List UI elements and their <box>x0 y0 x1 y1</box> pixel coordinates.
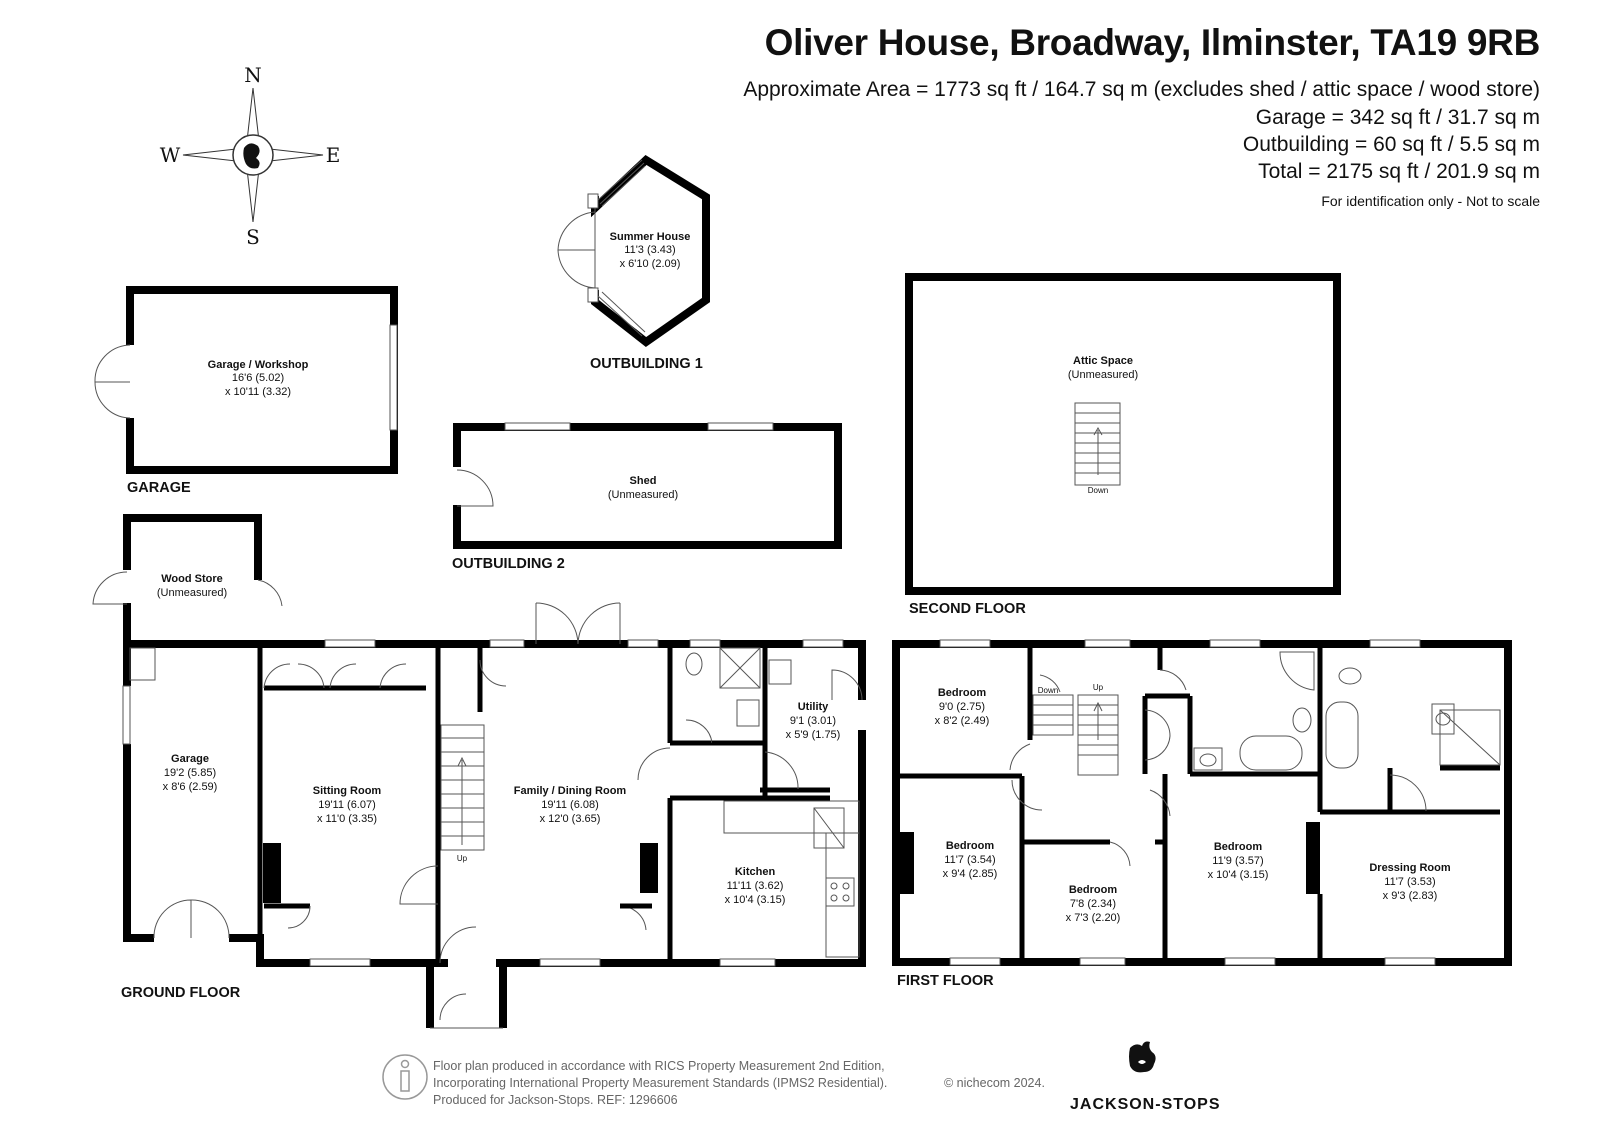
shed-name: Shed <box>630 475 657 487</box>
compass-east: E <box>326 143 341 167</box>
summer-house-dim1: 11'3 (3.43) <box>624 244 675 256</box>
first-stairs-up-label: Up <box>1093 683 1104 692</box>
bedroom-bottom-left-dim1: 11'7 (3.54) <box>944 854 995 866</box>
bedroom-middle-dim2: x 10'4 (3.15) <box>1208 869 1269 881</box>
rics-credit-line-2: Incorporating International Property Mea… <box>433 1076 888 1090</box>
sitting-room-dim2: x 11'0 (3.35) <box>317 813 377 825</box>
garage-area-line: Garage = 342 sq ft / 31.7 sq m <box>1255 106 1540 129</box>
garage-workshop-name: Garage / Workshop <box>208 359 309 371</box>
brand-name: JACKSON-STOPS <box>1070 1096 1221 1113</box>
kitchen-name: Kitchen <box>735 866 776 878</box>
garage-workshop-dim1: 16'6 (5.02) <box>232 372 284 384</box>
approximate-area-line: Approximate Area = 1773 sq ft / 164.7 sq… <box>743 78 1540 101</box>
bedroom-middle-dim1: 11'9 (3.57) <box>1212 855 1263 867</box>
ground-floor-plan: Up <box>121 602 866 1029</box>
ground-stairs-up-label: Up <box>457 854 468 863</box>
bedroom-top-left-dim2: x 8'2 (2.49) <box>935 715 990 727</box>
compass: N S E W <box>160 63 341 249</box>
compass-emblem-icon <box>243 143 260 169</box>
bedroom-bottom-left-dim2: x 9'4 (2.85) <box>943 868 998 880</box>
garage-dim1: 19'2 (5.85) <box>164 767 216 779</box>
summer-house-name: Summer House <box>610 231 691 243</box>
first-floor-plan: Down Up <box>892 639 1512 989</box>
attic-dim1: (Unmeasured) <box>1068 369 1138 381</box>
second-floor-label: SECOND FLOOR <box>909 601 1026 617</box>
summer-house-plan: Summer House 11'3 (3.43) x 6'10 (2.09) O… <box>557 154 710 372</box>
family-dining-name: Family / Dining Room <box>514 785 627 797</box>
family-dining-dim1: 19'11 (6.08) <box>541 799 599 811</box>
compass-west: W <box>160 143 181 167</box>
bedroom-middle-name: Bedroom <box>1214 841 1263 853</box>
shed-dim1: (Unmeasured) <box>608 489 678 501</box>
jackson-stops-logo-icon <box>1129 1041 1156 1073</box>
dressing-room-name: Dressing Room <box>1369 862 1451 874</box>
garage-section-label: GARAGE <box>127 480 191 496</box>
first-floor-label: FIRST FLOOR <box>897 973 994 989</box>
garage-workshop-plan: Garage / Workshop 16'6 (5.02) x 10'11 (3… <box>94 286 398 496</box>
summer-house-dim2: x 6'10 (2.09) <box>620 258 681 270</box>
compass-south: S <box>246 225 260 249</box>
utility-dim1: 9'1 (3.01) <box>790 715 836 727</box>
plan-title: Oliver House, Broadway, Ilminster, TA19 … <box>764 22 1541 63</box>
bedroom-small-dim2: x 7'3 (2.20) <box>1066 912 1121 924</box>
copyright-notice: © nichecom 2024. <box>944 1076 1045 1090</box>
outbuilding-area-line: Outbuilding = 60 sq ft / 5.5 sq m <box>1242 133 1540 156</box>
sitting-room-dim1: 19'11 (6.07) <box>318 799 376 811</box>
bedroom-small-name: Bedroom <box>1069 884 1118 896</box>
wood-store-name: Wood Store <box>161 573 223 585</box>
family-dining-dim2: x 12'0 (3.65) <box>540 813 601 825</box>
garage-workshop-dim2: x 10'11 (3.32) <box>225 386 291 398</box>
shed-plan: Shed (Unmeasured) OUTBUILDING 2 <box>452 422 842 572</box>
compass-north: N <box>244 63 262 87</box>
bedroom-bottom-left-name: Bedroom <box>946 840 995 852</box>
utility-name: Utility <box>798 701 829 713</box>
dressing-room-dim2: x 9'3 (2.83) <box>1383 890 1438 902</box>
garage-dim2: x 8'6 (2.59) <box>163 781 218 793</box>
kitchen-dim1: 11'11 (3.62) <box>727 880 784 892</box>
rics-info-icon <box>382 1054 428 1100</box>
ground-floor-label: GROUND FLOOR <box>121 985 241 1001</box>
dressing-room-dim1: 11'7 (3.53) <box>1384 876 1435 888</box>
second-floor-plan: Down Attic Space (Unmeasured) SECOND FLO… <box>905 273 1341 617</box>
bedroom-top-left-name: Bedroom <box>938 687 987 699</box>
bedroom-small-dim1: 7'8 (2.34) <box>1070 898 1116 910</box>
scale-note: For identification only - Not to scale <box>1321 193 1540 209</box>
total-area-line: Total = 2175 sq ft / 201.9 sq m <box>1258 160 1540 183</box>
sitting-room-name: Sitting Room <box>313 785 382 797</box>
wood-store-dim1: (Unmeasured) <box>157 587 227 599</box>
outbuilding-2-label: OUTBUILDING 2 <box>452 556 565 572</box>
wood-store-plan: Wood Store (Unmeasured) <box>92 514 283 640</box>
rics-credit-line-1: Floor plan produced in accordance with R… <box>433 1059 885 1073</box>
garage-name: Garage <box>171 753 209 765</box>
kitchen-dim2: x 10'4 (3.15) <box>725 894 786 906</box>
outbuilding-1-label: OUTBUILDING 1 <box>590 356 703 372</box>
reference-line: Produced for Jackson-Stops. REF: 1296606 <box>433 1093 678 1107</box>
attic-name: Attic Space <box>1073 355 1133 367</box>
first-stairs-down-label: Down <box>1038 686 1058 695</box>
bedroom-top-left-dim1: 9'0 (2.75) <box>939 701 985 713</box>
attic-stairs-down-label: Down <box>1088 486 1108 495</box>
utility-dim2: x 5'9 (1.75) <box>786 729 841 741</box>
